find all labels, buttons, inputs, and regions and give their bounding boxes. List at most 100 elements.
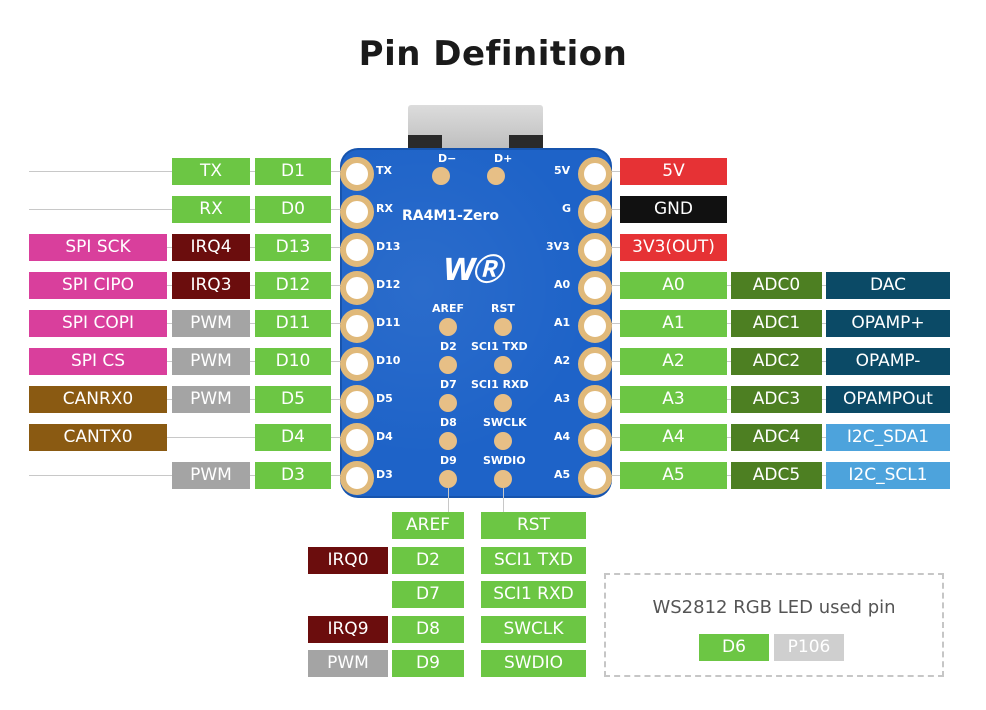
pin-label-d13: D13 (255, 234, 331, 261)
pin-func-spi-copi: SPI COPI (29, 310, 167, 337)
silk-label: D5 (376, 392, 393, 405)
header-pad (494, 470, 512, 488)
pad-dplus (487, 167, 505, 185)
led-box-label: WS2812 RGB LED used pin (652, 597, 896, 618)
pin-label-3v3-out-: 3V3(OUT) (620, 234, 727, 261)
pin-pad (578, 347, 612, 381)
silk-label: A0 (554, 278, 571, 291)
silk-label: A5 (554, 468, 571, 481)
header-pad (494, 318, 512, 336)
header-pad (439, 394, 457, 412)
pin-func-i2c-scl1: I2C_SCL1 (826, 462, 950, 489)
waveshare-logo-icon: WⓇ (443, 253, 502, 288)
silk-label: A4 (554, 430, 571, 443)
pin-label-d4: D4 (255, 424, 331, 451)
pin-func-pwm: PWM (308, 650, 388, 677)
silk-label: 3V3 (546, 240, 570, 253)
pin-label-a5: A5 (620, 462, 727, 489)
pin-pad (340, 157, 374, 191)
silk-label: D7 (440, 378, 457, 391)
pin-label-a1: A1 (620, 310, 727, 337)
pin-func-adc3: ADC3 (731, 386, 822, 413)
pin-func-spi-cipo: SPI CIPO (29, 272, 167, 299)
connector-line (29, 437, 351, 438)
pin-label-gnd: GND (620, 196, 727, 223)
silk-label: D12 (376, 278, 401, 291)
pin-func-spi-sck: SPI SCK (29, 234, 167, 261)
pin-label-a4: A4 (620, 424, 727, 451)
page-title: Pin Definition (358, 34, 628, 74)
silk-dplus: D+ (494, 152, 513, 165)
silk-label: RST (491, 302, 515, 315)
pin-func-i2c-sda1: I2C_SDA1 (826, 424, 950, 451)
silk-label: D13 (376, 240, 401, 253)
pin-label-d3: D3 (255, 462, 331, 489)
silk-label: A2 (554, 354, 571, 367)
pin-label-a3: A3 (620, 386, 727, 413)
pin-func-pwm: PWM (172, 348, 250, 375)
silk-label: D11 (376, 316, 401, 329)
pin-func-opamp-: OPAMP+ (826, 310, 950, 337)
pin-func-cantx0: CANTX0 (29, 424, 167, 451)
pin-label-d9: D9 (392, 650, 464, 677)
pin-label-rst: RST (481, 512, 586, 539)
pin-func-pwm: PWM (172, 386, 250, 413)
pin-label-d10: D10 (255, 348, 331, 375)
pin-pad (340, 233, 374, 267)
silk-label: 5V (554, 164, 571, 177)
silk-label: A1 (554, 316, 571, 329)
usb-shell-right (509, 135, 543, 151)
pin-func-irq9: IRQ9 (308, 616, 388, 643)
silk-label: D10 (376, 354, 401, 367)
silk-label: AREF (432, 302, 465, 315)
silk-label: RX (376, 202, 393, 215)
pcb-board (340, 148, 612, 498)
silk-label: SCI1 RXD (471, 378, 529, 391)
pin-func-adc0: ADC0 (731, 272, 822, 299)
pin-func-adc1: ADC1 (731, 310, 822, 337)
pin-label-d7: D7 (392, 581, 464, 608)
usb-shell-left (408, 135, 442, 151)
header-pad (439, 470, 457, 488)
silk-label: A3 (554, 392, 571, 405)
pin-label-d11: D11 (255, 310, 331, 337)
pin-func-pwm: PWM (172, 310, 250, 337)
pin-pad (340, 271, 374, 305)
pin-pad (340, 347, 374, 381)
header-pad (439, 432, 457, 450)
header-pad (494, 356, 512, 374)
pin-label-aref: AREF (392, 512, 464, 539)
pin-func-irq4: IRQ4 (172, 234, 250, 261)
silk-label: D3 (376, 468, 393, 481)
pin-pad (340, 461, 374, 495)
pin-pad (578, 461, 612, 495)
pin-pad (340, 423, 374, 457)
pin-func-tx: TX (172, 158, 250, 185)
pin-pad (340, 385, 374, 419)
pin-label-sci1-txd: SCI1 TXD (481, 547, 586, 574)
pin-pad (578, 157, 612, 191)
header-pad (439, 318, 457, 336)
pin-pad (578, 423, 612, 457)
pin-pad (578, 195, 612, 229)
pin-pad (340, 309, 374, 343)
pin-pad (578, 309, 612, 343)
pin-pad (578, 271, 612, 305)
pin-func-adc5: ADC5 (731, 462, 822, 489)
pin-func-dac: DAC (826, 272, 950, 299)
pin-func-adc4: ADC4 (731, 424, 822, 451)
pin-func-rx: RX (172, 196, 250, 223)
pin-pad (578, 385, 612, 419)
pin-func-irq0: IRQ0 (308, 547, 388, 574)
pin-label-d1: D1 (255, 158, 331, 185)
silk-label: SWDIO (483, 454, 526, 467)
header-pad (439, 356, 457, 374)
silk-label: D9 (440, 454, 457, 467)
silk-label: D2 (440, 340, 457, 353)
pin-label-d8: D8 (392, 616, 464, 643)
pin-func-opamp-: OPAMP- (826, 348, 950, 375)
pin-func-adc2: ADC2 (731, 348, 822, 375)
pin-func-canrx0: CANRX0 (29, 386, 167, 413)
board-name: RA4M1-Zero (402, 208, 500, 224)
pin-func-irq3: IRQ3 (172, 272, 250, 299)
